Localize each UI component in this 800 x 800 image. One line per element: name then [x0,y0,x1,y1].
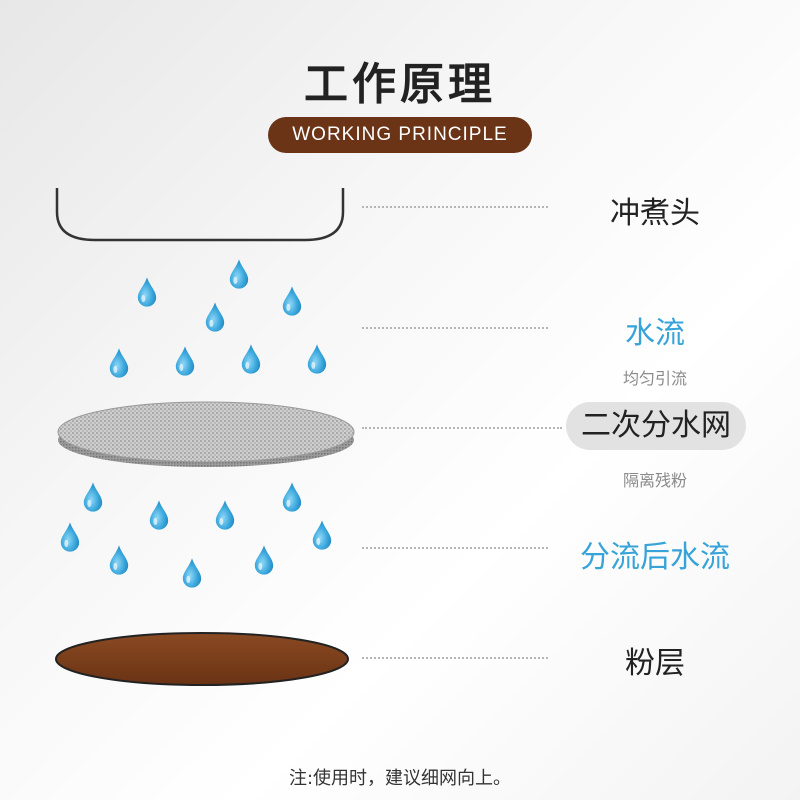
page-title: 工作原理 [304,59,496,110]
label-water-flow: 水流 [625,316,685,351]
label-coffee-bed: 粉层 [625,646,685,681]
water-droplet-icon [312,520,332,550]
water-droplet-icon [205,302,225,332]
water-droplets-upper [109,259,327,378]
water-droplet-icon [254,545,274,575]
note-water-flow: 均匀引流 [622,369,687,388]
leader-line-coffee-bed [362,657,548,659]
brew-head-icon [55,188,345,242]
leader-line-water-flow [362,327,548,329]
coffee-bed-icon [55,632,349,686]
water-droplet-icon [282,482,302,512]
water-droplet-icon [109,348,129,378]
water-droplet-icon [282,286,302,316]
water-droplet-icon [175,346,195,376]
water-droplets-lower [60,482,332,588]
mesh-disc-icon [57,401,355,467]
water-droplet-icon [109,545,129,575]
water-droplet-icon [83,482,103,512]
label-split-flow: 分流后水流 [580,540,730,575]
water-droplet-icon [307,344,327,374]
water-droplet-icon [229,259,249,289]
subtitle-badge: WORKING PRINCIPLE [268,117,532,153]
leader-line-split-flow [362,547,548,549]
usage-note: 注:使用时，建议细网向上。 [288,768,512,789]
water-droplet-icon [60,522,80,552]
water-droplet-icon [137,277,157,307]
label-shower-screen: 二次分水网 [566,402,746,450]
leader-line-brew-head [362,206,548,208]
water-droplet-icon [241,344,261,374]
note-shower-screen: 隔离残粉 [622,471,687,490]
water-droplet-icon [149,500,169,530]
label-brew-head: 冲煮头 [610,196,700,231]
leader-line-shower-screen [362,427,562,429]
water-droplet-icon [182,558,202,588]
water-droplet-icon [215,500,235,530]
